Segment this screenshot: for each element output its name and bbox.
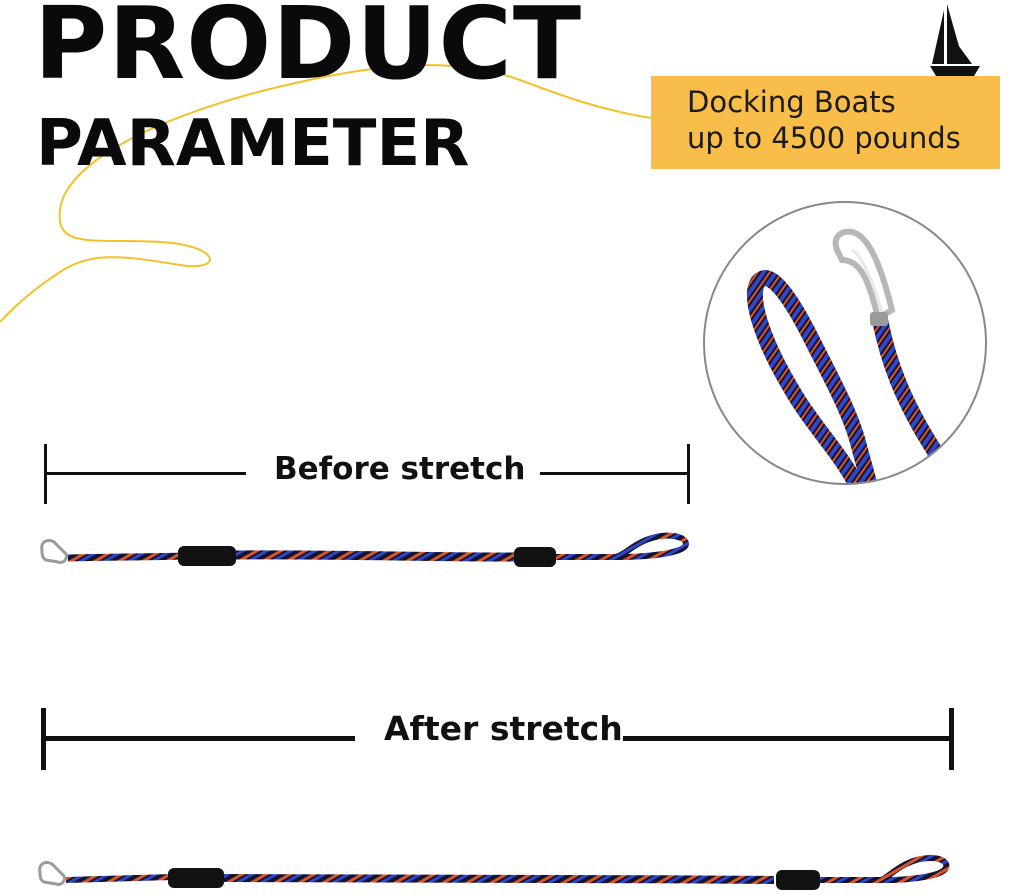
detail-zoom-circle — [703, 201, 987, 485]
decorative-yellow-line — [0, 64, 652, 323]
callout-line-1: Docking Boats — [687, 85, 896, 119]
after-stretch-label: After stretch — [384, 709, 623, 748]
before-right-line — [540, 472, 690, 475]
carabiner-icon — [40, 538, 68, 564]
carabiner-icon — [38, 860, 66, 886]
after-left-line — [41, 736, 355, 741]
page-subtitle: PARAMETER — [36, 107, 470, 181]
after-right-line — [623, 736, 953, 741]
after-right-tick — [949, 708, 954, 770]
capacity-callout: Docking Boats up to 4500 pounds — [651, 76, 1000, 169]
callout-line-2: up to 4500 pounds — [687, 121, 961, 155]
sailboat-icon — [930, 4, 980, 76]
before-right-tick — [687, 444, 690, 504]
page-title: PRODUCT — [34, 0, 583, 102]
rope-before-stretch — [40, 532, 690, 567]
before-stretch-label: Before stretch — [274, 451, 526, 487]
rope-after-stretch — [38, 855, 950, 890]
before-left-line — [44, 472, 246, 475]
